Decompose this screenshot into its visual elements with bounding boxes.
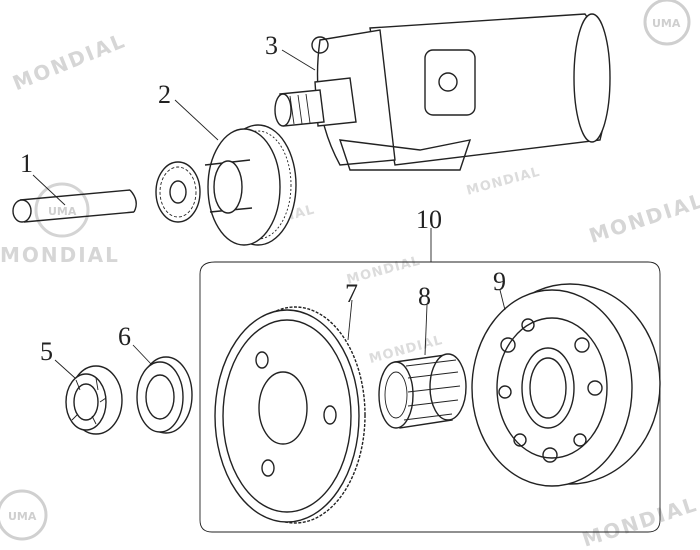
callout-1: 1 bbox=[20, 149, 33, 178]
part-2-idler-gear bbox=[155, 124, 297, 246]
part-1-shaft bbox=[12, 189, 137, 223]
part-7-driven-gear bbox=[214, 306, 366, 524]
group-10-bracket bbox=[199, 261, 661, 533]
callout-6: 6 bbox=[118, 322, 131, 351]
uma-logo-text: UMA bbox=[652, 17, 681, 30]
callout-8: 8 bbox=[418, 282, 431, 311]
callout-7: 7 bbox=[345, 279, 358, 308]
callout-labels: 1 2 3 5 6 7 8 9 10 bbox=[20, 31, 506, 366]
callout-3: 3 bbox=[265, 31, 278, 60]
watermark-brand: MONDIAL bbox=[0, 243, 120, 267]
uma-logo-text: UMA bbox=[48, 205, 77, 218]
watermark-brand: MONDIAL bbox=[586, 188, 700, 248]
uma-logo: UMA bbox=[34, 182, 90, 238]
uma-logo: UMA bbox=[0, 489, 48, 541]
part-9-one-way-clutch bbox=[471, 283, 661, 487]
watermark-brand: MONDIAL bbox=[9, 28, 129, 95]
part-6-washer bbox=[136, 356, 193, 434]
part-3-starter-motor bbox=[274, 13, 611, 171]
uma-logo: UMA bbox=[643, 0, 691, 46]
callout-9: 9 bbox=[493, 267, 506, 296]
callout-10: 10 bbox=[416, 205, 442, 234]
part-8-needle-bearing bbox=[378, 353, 467, 429]
callout-2: 2 bbox=[158, 80, 171, 109]
uma-logo-text: UMA bbox=[8, 510, 37, 523]
watermark-brand: MONDIAL bbox=[465, 165, 542, 199]
part-5-nut bbox=[65, 365, 123, 435]
callout-5: 5 bbox=[40, 337, 53, 366]
leader-lines bbox=[32, 49, 506, 379]
watermark-brand: MONDIAL bbox=[579, 492, 700, 550]
